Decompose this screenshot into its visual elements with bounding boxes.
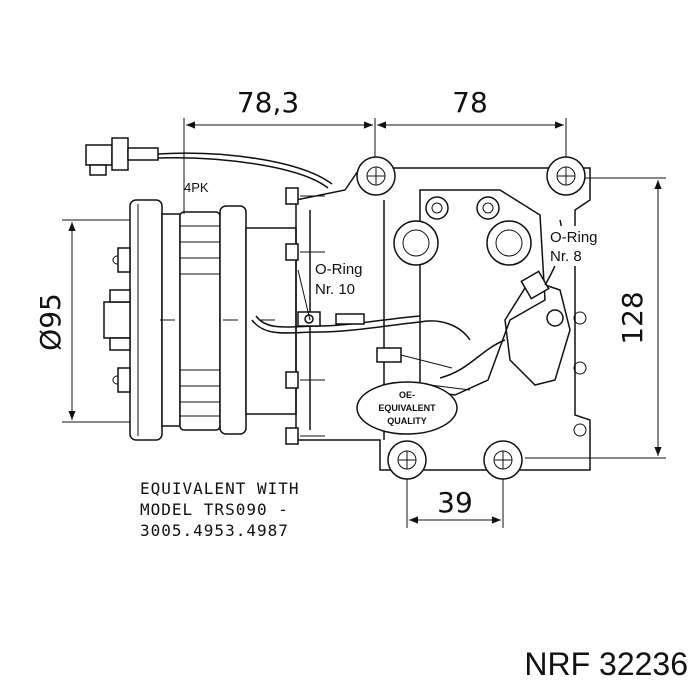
note-line-2: MODEL TRS090 - xyxy=(140,500,289,519)
dim-78-label: 78 xyxy=(452,86,488,119)
belt-4pk-label: 4PK xyxy=(184,180,209,195)
dim-39-label: 39 xyxy=(437,486,473,519)
pulley-assembly: 4PK xyxy=(103,180,297,441)
oring-left-callout: O-Ring Nr. 10 xyxy=(297,261,363,321)
stamp-line-1: OE- xyxy=(399,390,415,400)
dimension-bottom: 39 xyxy=(406,468,504,528)
dimension-top-right: 78 xyxy=(377,86,567,160)
note-line-3: 3005.4953.4987 xyxy=(140,521,289,540)
oring-left-label-1: O-Ring xyxy=(315,261,363,278)
dimension-right: 128 xyxy=(525,177,666,459)
dim-diameter-95-label: Ø95 xyxy=(34,293,67,351)
note-line-1: EQUIVALENT WITH xyxy=(140,479,300,498)
dim-78-3-label: 78,3 xyxy=(237,86,299,119)
oring-right-label-2: Nr. 8 xyxy=(550,248,582,265)
oring-right-label-1: O-Ring xyxy=(550,229,598,246)
stamp-line-3: QUALITY xyxy=(387,416,427,426)
oring-right-callout: O-Ring Nr. 8 xyxy=(548,226,616,266)
dim-128-label: 128 xyxy=(616,291,649,344)
oe-equivalent-stamp: OE- EQUIVALENT QUALITY xyxy=(356,381,458,435)
equivalence-note: EQUIVALENT WITH MODEL TRS090 - 3005.4953… xyxy=(140,478,300,541)
dimension-left: Ø95 xyxy=(34,219,130,423)
oring-left-label-2: Nr. 10 xyxy=(315,281,355,298)
electrical-connector xyxy=(85,137,333,189)
stamp-line-2: EQUIVALENT xyxy=(378,403,436,413)
compressor-body xyxy=(285,156,591,480)
part-number-label: NRF 32236 xyxy=(524,646,688,682)
wiring-harness xyxy=(251,311,471,391)
dimension-top-left: 78,3 xyxy=(183,86,376,215)
